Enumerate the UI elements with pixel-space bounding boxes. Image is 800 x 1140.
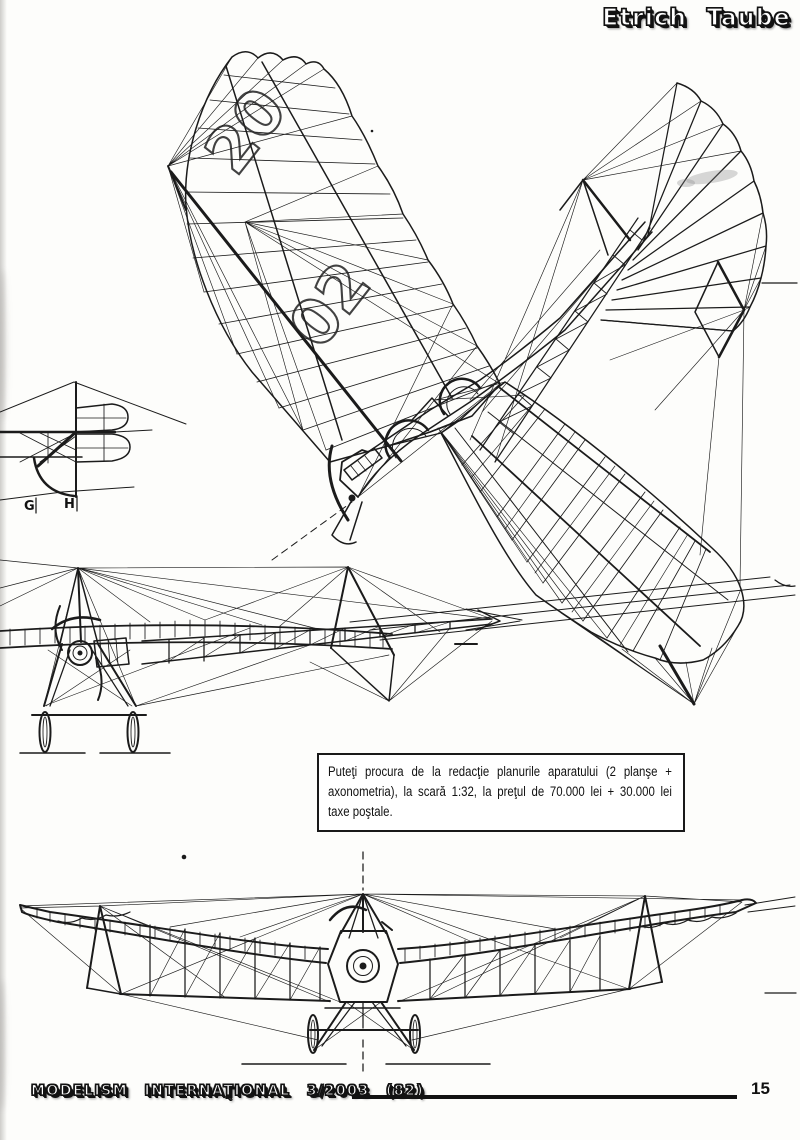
left-wing-bracing-wires bbox=[167, 56, 501, 451]
right-wing bbox=[437, 381, 745, 706]
footer-magazine-title: MODELISM INTERNAŢIONAL 3/2003 (82) bbox=[30, 1082, 425, 1099]
order-line: axonometria), la scară 1:32, la preţul d… bbox=[328, 783, 672, 799]
side-landing-gear bbox=[19, 643, 171, 754]
fuselage bbox=[271, 221, 653, 561]
label-h: H bbox=[64, 497, 75, 512]
tail-assembly bbox=[469, 82, 768, 587]
front-view-drawing bbox=[19, 851, 797, 1073]
side-fuselage bbox=[141, 608, 523, 665]
label-g: G bbox=[24, 499, 35, 514]
axonometric-view-drawing: 20 02 bbox=[167, 51, 798, 706]
scan-edge-artifact bbox=[0, 0, 7, 1140]
scan-blotch bbox=[0, 980, 6, 1110]
left-wing: 20 02 bbox=[169, 51, 501, 463]
side-engine-prop bbox=[50, 605, 130, 701]
front-pylons-and-wires bbox=[19, 893, 743, 1041]
tail-detail-drawing: G H bbox=[0, 381, 187, 514]
order-line: Puteţi procura de la redacţie planurile … bbox=[328, 764, 672, 779]
wing-marking: 02 bbox=[274, 248, 385, 361]
wing-marking: 20 bbox=[190, 74, 301, 187]
order-info-box: Puteţi procura de la redacţie planurile … bbox=[317, 753, 685, 832]
scan-marks bbox=[370, 129, 738, 187]
side-view-drawing bbox=[0, 559, 796, 754]
footer-rule bbox=[352, 1095, 737, 1099]
scan-blotch bbox=[0, 270, 7, 420]
front-landing-gear bbox=[241, 1001, 491, 1065]
order-line: taxe poştale. bbox=[328, 803, 393, 819]
side-masts-and-wires bbox=[0, 559, 493, 707]
front-centerline bbox=[181, 851, 364, 1073]
page-title: Etrich Taube bbox=[602, 4, 791, 31]
front-wings bbox=[19, 896, 797, 994]
datum-dashes bbox=[454, 282, 798, 645]
page-number: 15 bbox=[751, 1079, 770, 1098]
order-info-text: Puteţi procura de la redacţie planurile … bbox=[328, 762, 672, 822]
front-fuselage bbox=[327, 893, 399, 1003]
